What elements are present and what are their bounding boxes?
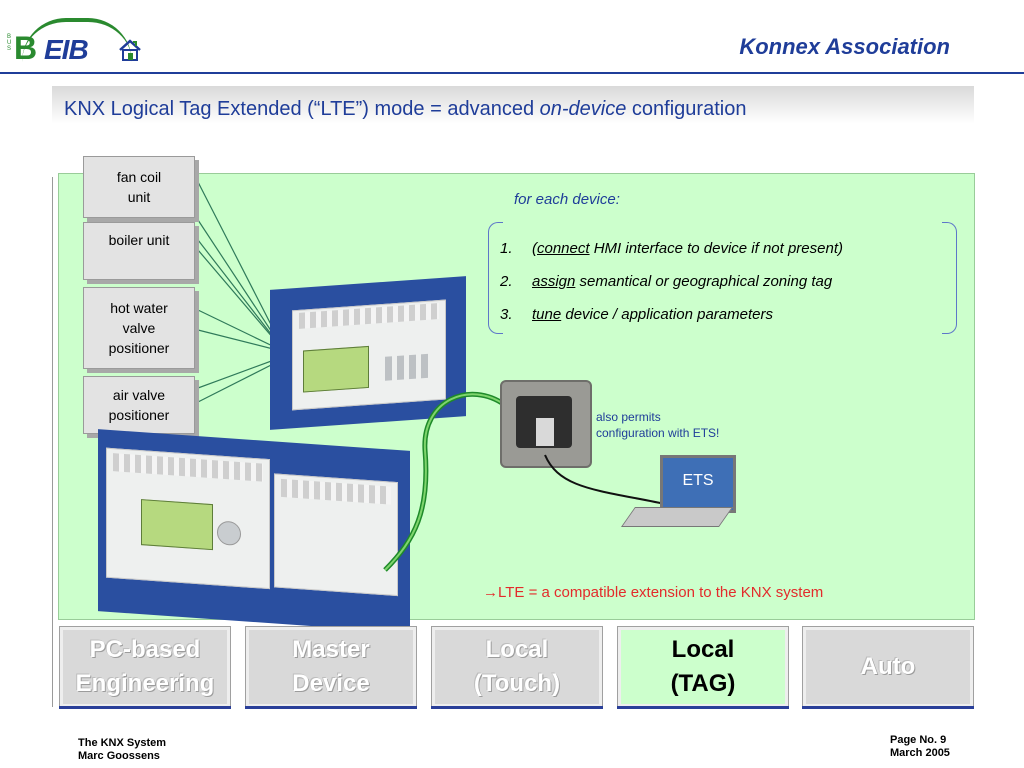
tab-underline xyxy=(59,706,231,709)
device-label: valve xyxy=(122,320,156,336)
device-label: hot water xyxy=(110,300,168,316)
tab-label: Auto xyxy=(860,653,916,680)
organization-title: Konnex Association xyxy=(739,34,950,59)
title-prefix: KNX Logical Tag Extended (“LTE”) mode = … xyxy=(64,98,540,120)
tab-label: Local xyxy=(671,636,735,663)
step-text: semantical or geographical zoning tag xyxy=(575,273,833,290)
house-icon xyxy=(119,39,141,61)
title-suffix: configuration xyxy=(626,98,747,120)
logo-arc xyxy=(22,18,132,62)
tab-label: (Touch) xyxy=(473,670,561,697)
tab-underline xyxy=(617,706,789,709)
left-bracket xyxy=(488,222,503,334)
step-text: device / application parameters xyxy=(561,306,773,323)
logo-eib-text: EIB xyxy=(44,34,89,65)
right-bracket xyxy=(942,222,957,334)
tab-local-tag[interactable]: Local (TAG) xyxy=(617,626,789,708)
wall-socket xyxy=(500,380,592,468)
left-divider xyxy=(52,177,53,707)
slide-title: KNX Logical Tag Extended (“LTE”) mode = … xyxy=(52,86,974,140)
laptop-label: ETS xyxy=(682,472,714,489)
tab-label: Device xyxy=(292,670,370,697)
device-fan-coil-unit: fan coil unit xyxy=(83,156,195,218)
footer-title: The KNX System xyxy=(78,737,167,749)
arrow-right-icon: → xyxy=(483,584,498,601)
device-air-valve-positioner: air valve positioner xyxy=(83,376,195,434)
tab-label: Engineering xyxy=(75,670,215,697)
device-label: air valve xyxy=(112,387,166,403)
steps-header: for each device: xyxy=(514,191,620,208)
logo-b-letter: B xyxy=(14,30,38,66)
device-boiler-unit: boiler unit xyxy=(83,222,195,280)
device-label: boiler unit xyxy=(108,232,170,248)
controller-photo-large xyxy=(98,429,410,633)
step-verb: tune xyxy=(532,306,562,323)
tab-label: PC-based xyxy=(89,636,201,663)
step-number: 2. xyxy=(500,273,513,290)
device-label: fan coil xyxy=(116,169,162,185)
tab-underline xyxy=(802,706,974,709)
footer-date: March 2005 xyxy=(890,747,950,759)
logo-bus-text: BUS xyxy=(7,34,12,52)
step-verb: assign xyxy=(532,273,576,290)
green-cable xyxy=(383,391,507,572)
step-text: HMI interface to device if not present) xyxy=(589,240,843,257)
header-divider xyxy=(0,72,1024,74)
steps-list: 1. (connect HMI interface to device if no… xyxy=(500,240,843,339)
device-label: positioner xyxy=(108,407,170,423)
lte-note: →LTE = a compatible extension to the KNX… xyxy=(483,584,823,601)
footer-author: Marc Goossens xyxy=(78,750,160,762)
device-label: positioner xyxy=(108,340,170,356)
step-item: 1. (connect HMI interface to device if no… xyxy=(500,240,843,273)
device-hot-water-valve-positioner: hot water valve positioner xyxy=(83,287,195,369)
step-number: 3. xyxy=(500,306,513,323)
tab-label: (TAG) xyxy=(670,670,736,697)
footer-left: The KNX System Marc Goossens xyxy=(78,737,166,763)
lte-note-text: LTE = a compatible extension to the KNX … xyxy=(498,584,824,601)
tab-label: Local xyxy=(485,636,549,663)
ets-note: also permits configuration with ETS! xyxy=(596,409,719,441)
laptop-keyboard xyxy=(620,507,734,527)
ets-note-line: also permits xyxy=(596,410,661,424)
device-label: unit xyxy=(127,189,151,205)
tab-label: Master xyxy=(292,636,370,663)
step-verb: connect xyxy=(537,240,590,257)
tab-auto[interactable]: Auto xyxy=(802,626,974,708)
network-cable xyxy=(544,454,671,506)
step-prefix: ( xyxy=(532,240,537,257)
page-number: Page No. 9 xyxy=(890,734,947,746)
footer-right: Page No. 9 March 2005 xyxy=(890,734,950,760)
step-number: 1. xyxy=(500,240,513,257)
ets-note-line: configuration with ETS! xyxy=(596,426,720,440)
title-emphasis: on-device xyxy=(539,98,627,120)
tab-local-touch[interactable]: Local (Touch) xyxy=(431,626,603,708)
tab-underline xyxy=(245,706,417,709)
step-item: 3. tune device / application parameters xyxy=(500,306,843,339)
laptop-screen: ETS xyxy=(660,455,736,513)
tab-underline xyxy=(431,706,603,709)
step-item: 2. assign semantical or geographical zoni… xyxy=(500,273,843,306)
